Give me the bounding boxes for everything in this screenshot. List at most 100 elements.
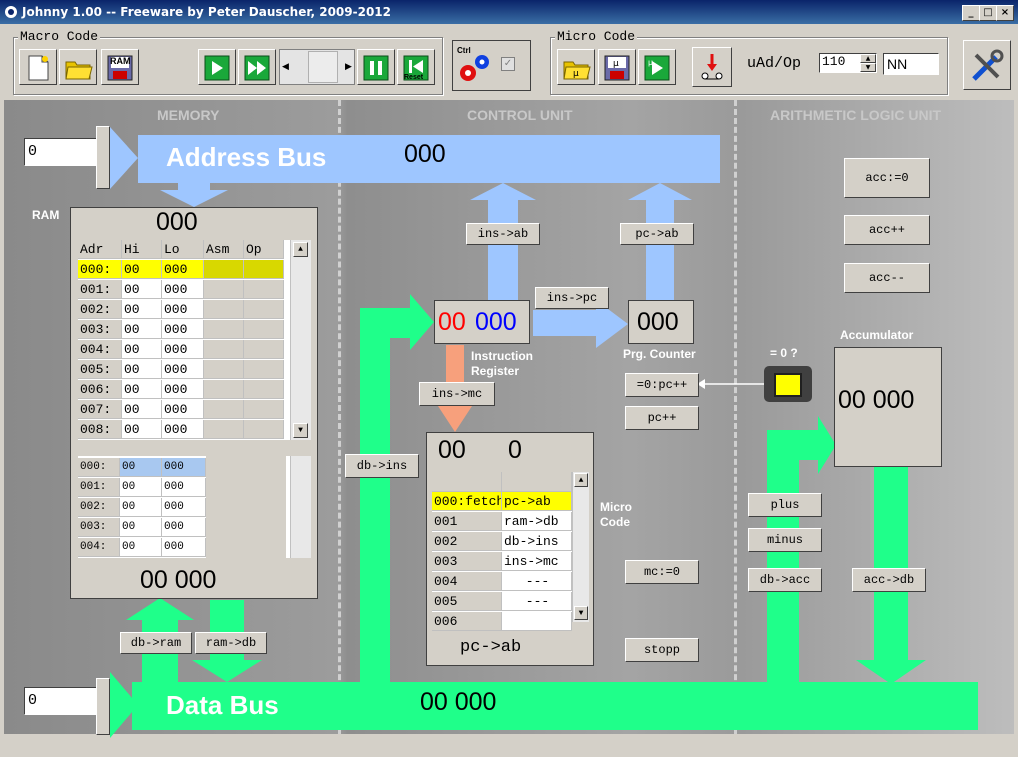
acc-db-button[interactable]: acc->db: [852, 568, 926, 592]
mc-cell-op[interactable]: ---: [502, 592, 572, 611]
ram-cell-asm[interactable]: [204, 400, 244, 419]
speed-thumb[interactable]: [308, 51, 338, 83]
mc-cell-adr[interactable]: 001: [432, 512, 502, 531]
ram-cell-op[interactable]: [244, 340, 284, 359]
ram-cell-hi[interactable]: 00: [122, 340, 162, 359]
table-row[interactable]: 005---: [432, 592, 572, 612]
db-ins-button[interactable]: db->ins: [345, 454, 419, 478]
mc-cell-op[interactable]: db->ins: [502, 532, 572, 551]
pause-button[interactable]: [357, 49, 395, 85]
ram-cell-asm[interactable]: [204, 360, 244, 379]
settings-button[interactable]: [963, 40, 1011, 90]
ram-cell-hi[interactable]: 00: [122, 320, 162, 339]
ram-cell-lo[interactable]: 000: [162, 300, 204, 319]
ram-cell-lo[interactable]: 000: [162, 360, 204, 379]
ram-cell-op[interactable]: [244, 400, 284, 419]
ram2-cell[interactable]: 000: [162, 458, 206, 477]
mc-cell-adr[interactable]: 004: [432, 572, 502, 591]
speed-scrollbar[interactable]: ◀ ▶: [279, 49, 355, 85]
ram-cell-op[interactable]: [244, 380, 284, 399]
ram2-cell[interactable]: 00: [120, 458, 162, 477]
address-bus-input[interactable]: 0: [24, 138, 98, 166]
close-button[interactable]: ×: [996, 5, 1014, 21]
ram2-cell[interactable]: 00: [120, 518, 162, 537]
data-bus-input[interactable]: 0: [24, 687, 98, 715]
spin-up-icon[interactable]: ▲: [860, 54, 876, 63]
zero-pc-inc-button[interactable]: =0:pc++: [625, 373, 699, 397]
ram2-cell[interactable]: 000: [162, 478, 206, 497]
ram-scrollbar[interactable]: ▲▼: [290, 240, 311, 440]
op-field[interactable]: NN: [883, 53, 939, 75]
ram-cell-asm[interactable]: [204, 320, 244, 339]
pc-inc-button[interactable]: pc++: [625, 406, 699, 430]
ctrl-checkbox[interactable]: ✓: [501, 57, 515, 71]
ram-cell-lo[interactable]: 000: [162, 380, 204, 399]
ram-cell-hi[interactable]: 00: [122, 280, 162, 299]
ram-cell-asm[interactable]: [204, 340, 244, 359]
ram-cell-lo[interactable]: 000: [162, 280, 204, 299]
pc-ab-button[interactable]: pc->ab: [620, 223, 694, 245]
fast-run-button[interactable]: [238, 49, 276, 85]
scroll-left-icon[interactable]: ◀: [282, 62, 289, 72]
ram2-cell[interactable]: 00: [120, 478, 162, 497]
mc-scrollbar[interactable]: ▲▼: [572, 472, 589, 622]
ram-cell-asm[interactable]: [204, 380, 244, 399]
mc-cell-adr[interactable]: 002: [432, 532, 502, 551]
ram-cell-hi[interactable]: 00: [122, 380, 162, 399]
mc-cell-adr[interactable]: 003: [432, 552, 502, 571]
ram2-cell[interactable]: 000: [162, 498, 206, 517]
ram-cell-op[interactable]: [244, 420, 284, 439]
run-micro-button[interactable]: μ: [638, 49, 676, 85]
scroll-up-icon[interactable]: ▲: [574, 473, 588, 487]
table-row[interactable]: 006: [432, 612, 572, 632]
acc-inc-button[interactable]: acc++: [844, 215, 930, 245]
db-acc-button[interactable]: db->acc: [748, 568, 822, 592]
ram-cell-hi[interactable]: 00: [122, 420, 162, 439]
mc-cell-adr[interactable]: 006: [432, 612, 502, 631]
new-file-button[interactable]: [19, 49, 57, 85]
mc-zero-button[interactable]: mc:=0: [625, 560, 699, 584]
acc-dec-button[interactable]: acc--: [844, 263, 930, 293]
ram-cell-asm[interactable]: [204, 260, 244, 279]
ram-cell-op[interactable]: [244, 300, 284, 319]
run-button[interactable]: [198, 49, 236, 85]
record-micro-button[interactable]: [692, 47, 732, 87]
stopp-button[interactable]: stopp: [625, 638, 699, 662]
mc-cell-op[interactable]: ---: [502, 572, 572, 591]
ram-cell-asm[interactable]: [204, 300, 244, 319]
open-micro-button[interactable]: μ: [557, 49, 595, 85]
ctrl-panel[interactable]: Ctrl ✓: [452, 40, 531, 91]
ins-mc-button[interactable]: ins->mc: [419, 382, 495, 406]
db-ram-button[interactable]: db->ram: [120, 632, 192, 654]
save-ram-button[interactable]: RAM: [101, 49, 139, 85]
spin-down-icon[interactable]: ▼: [860, 63, 876, 72]
data-bus-set-button[interactable]: [96, 678, 110, 735]
ram-cell-hi[interactable]: 00: [122, 400, 162, 419]
ram-db-button[interactable]: ram->db: [195, 632, 267, 654]
ins-pc-button[interactable]: ins->pc: [535, 287, 609, 309]
ram2-scrollbar[interactable]: [290, 456, 311, 558]
ram-cell-op[interactable]: [244, 320, 284, 339]
mc-cell-op[interactable]: pc->ab: [502, 492, 572, 511]
scroll-up-icon[interactable]: ▲: [293, 242, 308, 257]
minus-button[interactable]: minus: [748, 528, 822, 552]
ram-cell-op[interactable]: [244, 280, 284, 299]
save-micro-button[interactable]: μ: [598, 49, 636, 85]
ram-cell-lo[interactable]: 000: [162, 340, 204, 359]
scroll-down-icon[interactable]: ▼: [574, 606, 588, 620]
